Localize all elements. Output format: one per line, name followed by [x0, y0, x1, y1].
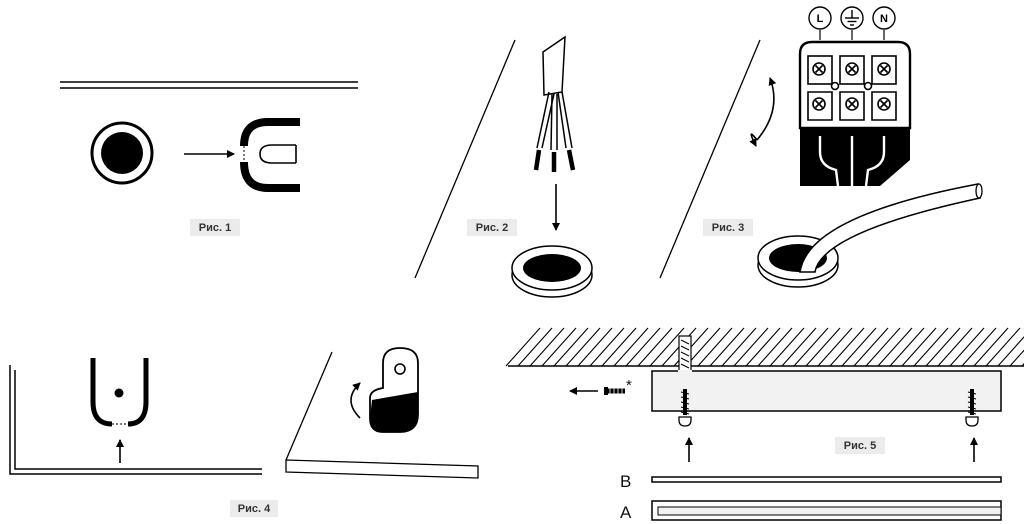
- hatch-line: [589, 327, 625, 367]
- part-label-b: B: [620, 472, 631, 491]
- cable-end-icon: [533, 35, 576, 172]
- hatch-line: [781, 327, 817, 367]
- panel-edge: [285, 351, 333, 461]
- bracket-tab-icon: [369, 347, 419, 433]
- divider-line: [659, 39, 761, 279]
- hatch-line: [805, 327, 841, 367]
- svg-text:N: N: [880, 13, 888, 25]
- hatch-line: [601, 327, 637, 367]
- terminal-label-l: L: [808, 6, 832, 30]
- hatch-line: [949, 327, 985, 367]
- lamp-base-plate: [651, 370, 1002, 412]
- screw-icon: [965, 389, 979, 427]
- hatch-line: [721, 327, 757, 367]
- figure-label-bg: [835, 437, 885, 454]
- figure-1: Рис. 1: [60, 81, 358, 236]
- hatch-line: [925, 327, 961, 367]
- rotate-arrow-icon: [756, 77, 777, 141]
- panel-a-inner: [657, 506, 1002, 516]
- hatch-line: [997, 336, 1024, 367]
- hatch-line: [865, 327, 901, 367]
- wall-plug-icon: [678, 335, 692, 375]
- knockout-clip-icon: [240, 118, 300, 192]
- hatch-line: [529, 327, 565, 367]
- ground-symbol-icon: [840, 6, 864, 30]
- terminal-block-icon: [798, 30, 912, 187]
- hatch-line: [745, 327, 781, 367]
- hatch-line: [829, 327, 865, 367]
- svg-text:L: L: [817, 13, 824, 25]
- hatch-line: [709, 327, 745, 367]
- hatch-line: [841, 327, 877, 367]
- hatch-line: [517, 327, 553, 367]
- hatch-line: [757, 327, 793, 367]
- small-screw-icon: [604, 387, 625, 395]
- hatch-line: [913, 327, 949, 367]
- figure-2: Рис. 2: [414, 35, 593, 298]
- hatch-line: [613, 327, 649, 367]
- figure-label-bg: [467, 219, 517, 236]
- hatch-line: [769, 327, 805, 367]
- rotate-arrow-icon: [350, 382, 361, 419]
- figure-3: L N Рис. 3: [659, 6, 983, 288]
- hatch-line: [505, 327, 541, 367]
- hatch-line: [541, 327, 577, 367]
- panel-corner: [14, 370, 262, 470]
- hatch-line: [877, 327, 913, 367]
- hatch-line: [685, 327, 721, 367]
- hatch-line: [733, 327, 769, 367]
- panel-edge: [285, 459, 479, 479]
- terminal-label-n: N: [872, 6, 896, 30]
- figure-5: * Рис. 5 B A: [505, 327, 1024, 522]
- figure-1-label: Рис. 1: [199, 222, 231, 234]
- hatch-line: [577, 327, 613, 367]
- hatch-line: [901, 327, 937, 367]
- footnote-asterisk: *: [626, 377, 632, 394]
- hatch-line: [961, 327, 997, 367]
- figure-4: Рис. 4: [9, 347, 479, 517]
- grommet-icon: [511, 245, 593, 298]
- hatch-line: [817, 327, 853, 367]
- hatch-line: [889, 327, 925, 367]
- hatch-line: [637, 327, 673, 367]
- figure-label-bg: [703, 219, 753, 236]
- hatch-line: [793, 327, 829, 367]
- diffuser-cover-b: [651, 476, 1002, 483]
- figure-5-label: Рис. 5: [844, 440, 876, 452]
- figure-label-bg: [190, 219, 240, 236]
- hatch-line: [985, 327, 1021, 367]
- figure-4-label: Рис. 4: [238, 503, 271, 515]
- hatch-line: [1009, 349, 1024, 367]
- hatch-line: [565, 327, 601, 367]
- rotate-arrow-icon: [749, 133, 758, 147]
- slot-bracket-icon: [90, 358, 149, 427]
- figure-3-label: Рис. 3: [712, 222, 744, 234]
- grommet-with-cable-icon: [757, 183, 983, 288]
- hatch-line: [697, 327, 733, 367]
- hatch-line: [649, 327, 685, 367]
- screw-icon: [678, 389, 692, 427]
- ceiling-hatching: [505, 327, 1024, 367]
- hatch-line: [625, 327, 661, 367]
- cable-hole-icon: [90, 121, 154, 185]
- figure-2-label: Рис. 2: [476, 222, 508, 234]
- hatch-line: [973, 327, 1009, 367]
- figure-label-bg: [230, 500, 278, 517]
- part-label-a: A: [620, 503, 632, 522]
- hatch-line: [553, 327, 589, 367]
- hatch-line: [937, 327, 973, 367]
- panel-corner: [9, 365, 262, 475]
- divider-line: [414, 39, 516, 279]
- hatch-line: [853, 327, 889, 367]
